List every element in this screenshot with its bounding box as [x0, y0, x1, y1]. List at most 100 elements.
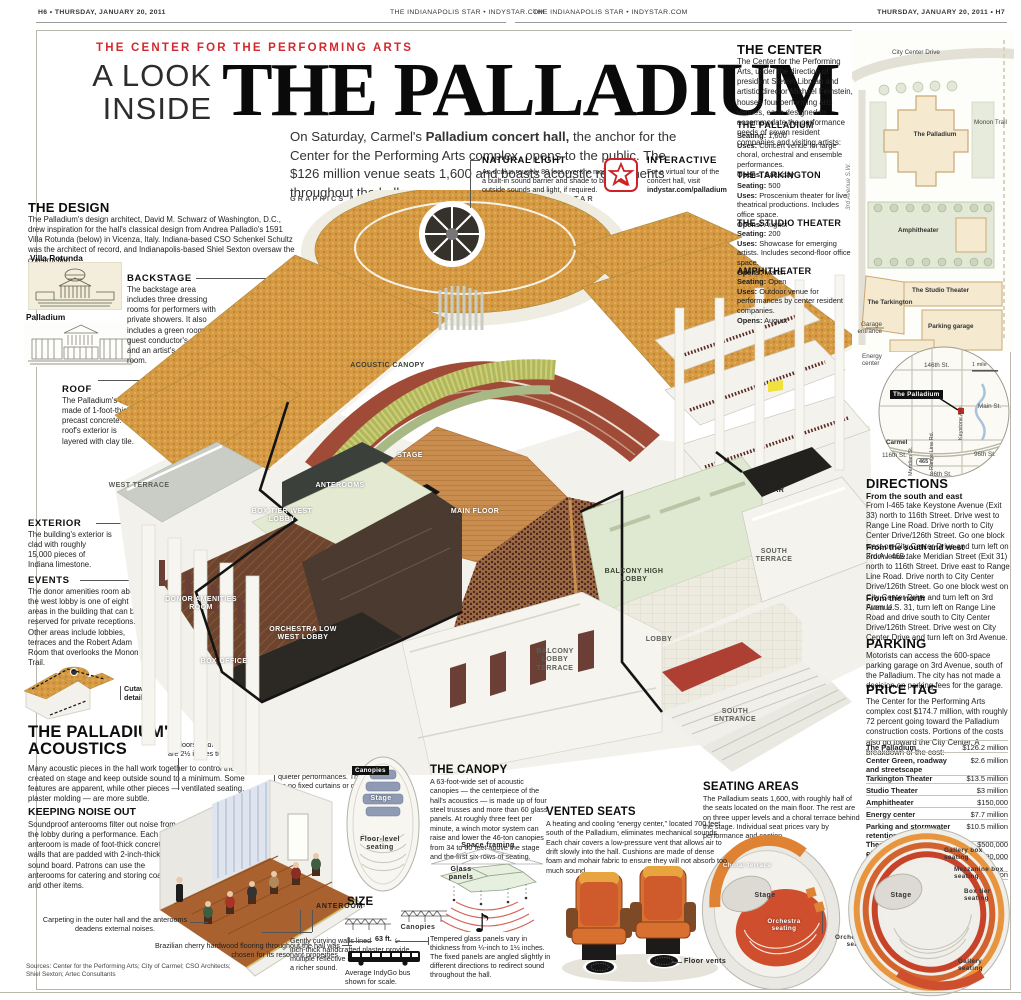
- price-intro: The Center for the Performing Arts compl…: [866, 697, 1008, 757]
- venue-studio-theater: THE STUDIO THEATER Seating: 200 Uses: Sh…: [737, 218, 853, 277]
- site-map: [852, 30, 1014, 352]
- price-item: Tarkington Theater: [866, 774, 933, 783]
- cutaway-detail-illustration: [23, 666, 115, 720]
- events-leader: [80, 580, 166, 581]
- map-label-palladium: The Palladium: [913, 131, 957, 138]
- bus-icon: [348, 951, 420, 966]
- price-row: Energy center$7.7 million: [866, 808, 1008, 821]
- natural-light-leader-v: [470, 160, 471, 208]
- kicker: THE CENTER FOR THE PERFORMING ARTS: [96, 42, 414, 54]
- map-label-amphitheater: Amphitheater: [898, 227, 939, 234]
- map-label-parking: Parking garage: [928, 323, 974, 330]
- natural-light-leader-h: [470, 160, 480, 161]
- events-body: The donor amenities room above the west …: [28, 587, 143, 667]
- callout-interactive: INTERACTIVE: [647, 155, 717, 166]
- price-row: Tarkington Theater $13.5 million: [866, 772, 1009, 785]
- directions-sub-2: From the south and west: [866, 542, 965, 552]
- price-row: Studio Theater$3 million: [866, 784, 1008, 797]
- price-cost: $3 million: [976, 786, 1008, 795]
- canopy-plan-diagram: [346, 756, 420, 892]
- price-row: The Palladium$126.2 million: [866, 740, 1008, 754]
- anteroom-illustration: [159, 779, 365, 977]
- seating-intro: The Palladium seats 1,600, with roughly …: [703, 794, 860, 841]
- uses-value: Showcase for emerging artists. Includes …: [737, 238, 851, 267]
- space-framing-label: Space framing: [461, 842, 515, 849]
- directions-sub-1: From the south and east: [866, 491, 963, 501]
- backstage-body: The backstage area includes three dressi…: [127, 285, 216, 365]
- section-keeping-noise-out: KEEPING NOISE OUT: [28, 806, 136, 818]
- directions-body-2: From I-465 take Meridian Street (Exit 31…: [866, 552, 1010, 612]
- vented-body: A heating and cooling “energy center,” l…: [546, 819, 727, 875]
- section-the-center: THE CENTER: [737, 42, 823, 57]
- price-item: The Palladium: [866, 743, 917, 752]
- villa-rotunda-label: Villa Rotunda: [30, 253, 83, 263]
- music-note-icon: ♪: [474, 909, 491, 932]
- opens-label: Opens:: [737, 219, 763, 229]
- floor-vents-label: Floor vents: [684, 958, 727, 965]
- map-tarkington-building: [861, 275, 905, 335]
- organ-pipes: [438, 286, 484, 330]
- label-stage: STAGE: [397, 452, 423, 459]
- sources: Sources: Center for the Performing Arts;…: [26, 963, 231, 978]
- page-frame: [36, 30, 1011, 990]
- seating-diagram-lower: [701, 834, 841, 990]
- interactive-url: indystar.com/palladium: [647, 185, 727, 194]
- opens-label: Opens:: [737, 169, 763, 179]
- label-box-office: BOX OFFICE: [200, 658, 248, 665]
- label-lobby: LOBBY: [645, 636, 673, 643]
- header-rule-right: [515, 22, 1007, 23]
- price-item: Center Green, roadway and streetscape: [866, 756, 947, 775]
- west-terrace-area: [116, 441, 263, 523]
- section-directions: DIRECTIONS: [866, 476, 949, 491]
- opens-value: August: [764, 219, 788, 229]
- bus-caption: Average IndyGo bus shown for scale.: [345, 968, 411, 986]
- intro-paragraph: On Saturday, Carmel's Palladium concert …: [290, 128, 690, 203]
- opens-label: Opens:: [737, 267, 763, 277]
- interactive-body: For a virtual tour of the concert hall, …: [647, 167, 720, 185]
- price-cost: $13.5 million: [966, 774, 1009, 783]
- label-acoustic-canopy: ACOUSTIC CANOPY: [350, 362, 425, 369]
- west-facade-columns: [141, 524, 260, 775]
- cut-outline: [194, 401, 743, 713]
- bottom-rule: [0, 992, 1021, 993]
- floor-vents-leader: [672, 962, 682, 963]
- south-entrance-steps: [662, 662, 852, 772]
- section-the-canopy: THE CANOPY: [430, 764, 508, 776]
- directions-body-1: From I-465 take Keystone Avenue (Exit 33…: [866, 501, 1009, 561]
- palladium-etching: [24, 321, 138, 367]
- uses-value: Outdoor venue for performances by center…: [737, 286, 843, 315]
- carpeting-leader: [190, 922, 208, 923]
- cutaway-detail-label: Cutaway detail: [124, 684, 154, 702]
- intro-bold: Palladium concert hall,: [425, 129, 570, 144]
- label-south-terrace: SOUTH TERRACE: [755, 548, 793, 564]
- price-item: Parking and stormwater retention: [866, 822, 951, 841]
- standing-figure: [176, 876, 183, 902]
- title-eyebrow-1: A LOOK: [92, 58, 212, 93]
- seating-label: Seating:: [737, 229, 767, 238]
- exterior-leader: [96, 523, 134, 524]
- label-stage-upper: Stage: [890, 892, 912, 899]
- size-canopies-label: Canopies: [400, 924, 436, 931]
- callout-roof: ROOF: [62, 384, 92, 395]
- label-balcony-high-lobby: BALCONY HIGH LOBBY: [604, 568, 664, 584]
- design-body: The Palladium's design architect, David …: [28, 215, 295, 265]
- venue-tarkington: THE TARKINGTON Seating: 500 Uses: Prosce…: [737, 170, 853, 229]
- palladium-cutaway-illustration: [114, 190, 875, 775]
- flooring-note: Brazilian cherry hardwood flooring throu…: [155, 941, 340, 959]
- locator-hwy-shield: 465: [916, 458, 932, 467]
- exterior-body: The building's exterior is clad with rou…: [28, 530, 112, 570]
- page-title: THE PALLADIUM: [222, 48, 841, 132]
- seating-value: 200: [768, 229, 781, 238]
- opens-value: March: [764, 267, 786, 277]
- glass-panels-label: Glass panels: [448, 866, 474, 882]
- section-vented-seats: VENTED SEATS: [546, 806, 636, 818]
- natural-light-body: An oculus roughly 80 feet over the main …: [482, 167, 636, 194]
- parking-body: Motorists can access the 600-space parki…: [866, 651, 1003, 691]
- canopy-acoustics-diagram: ♪: [430, 847, 544, 932]
- acoustics-body: Many acoustic pieces in the hall work to…: [28, 764, 259, 804]
- map-label-studio: The Studio Theater: [912, 287, 970, 294]
- venue-name: THE STUDIO THEATER: [737, 218, 842, 228]
- seating-value: 500: [768, 181, 781, 190]
- seated-patrons: [203, 853, 321, 924]
- plan-canopies-chip: Canopies: [352, 766, 389, 775]
